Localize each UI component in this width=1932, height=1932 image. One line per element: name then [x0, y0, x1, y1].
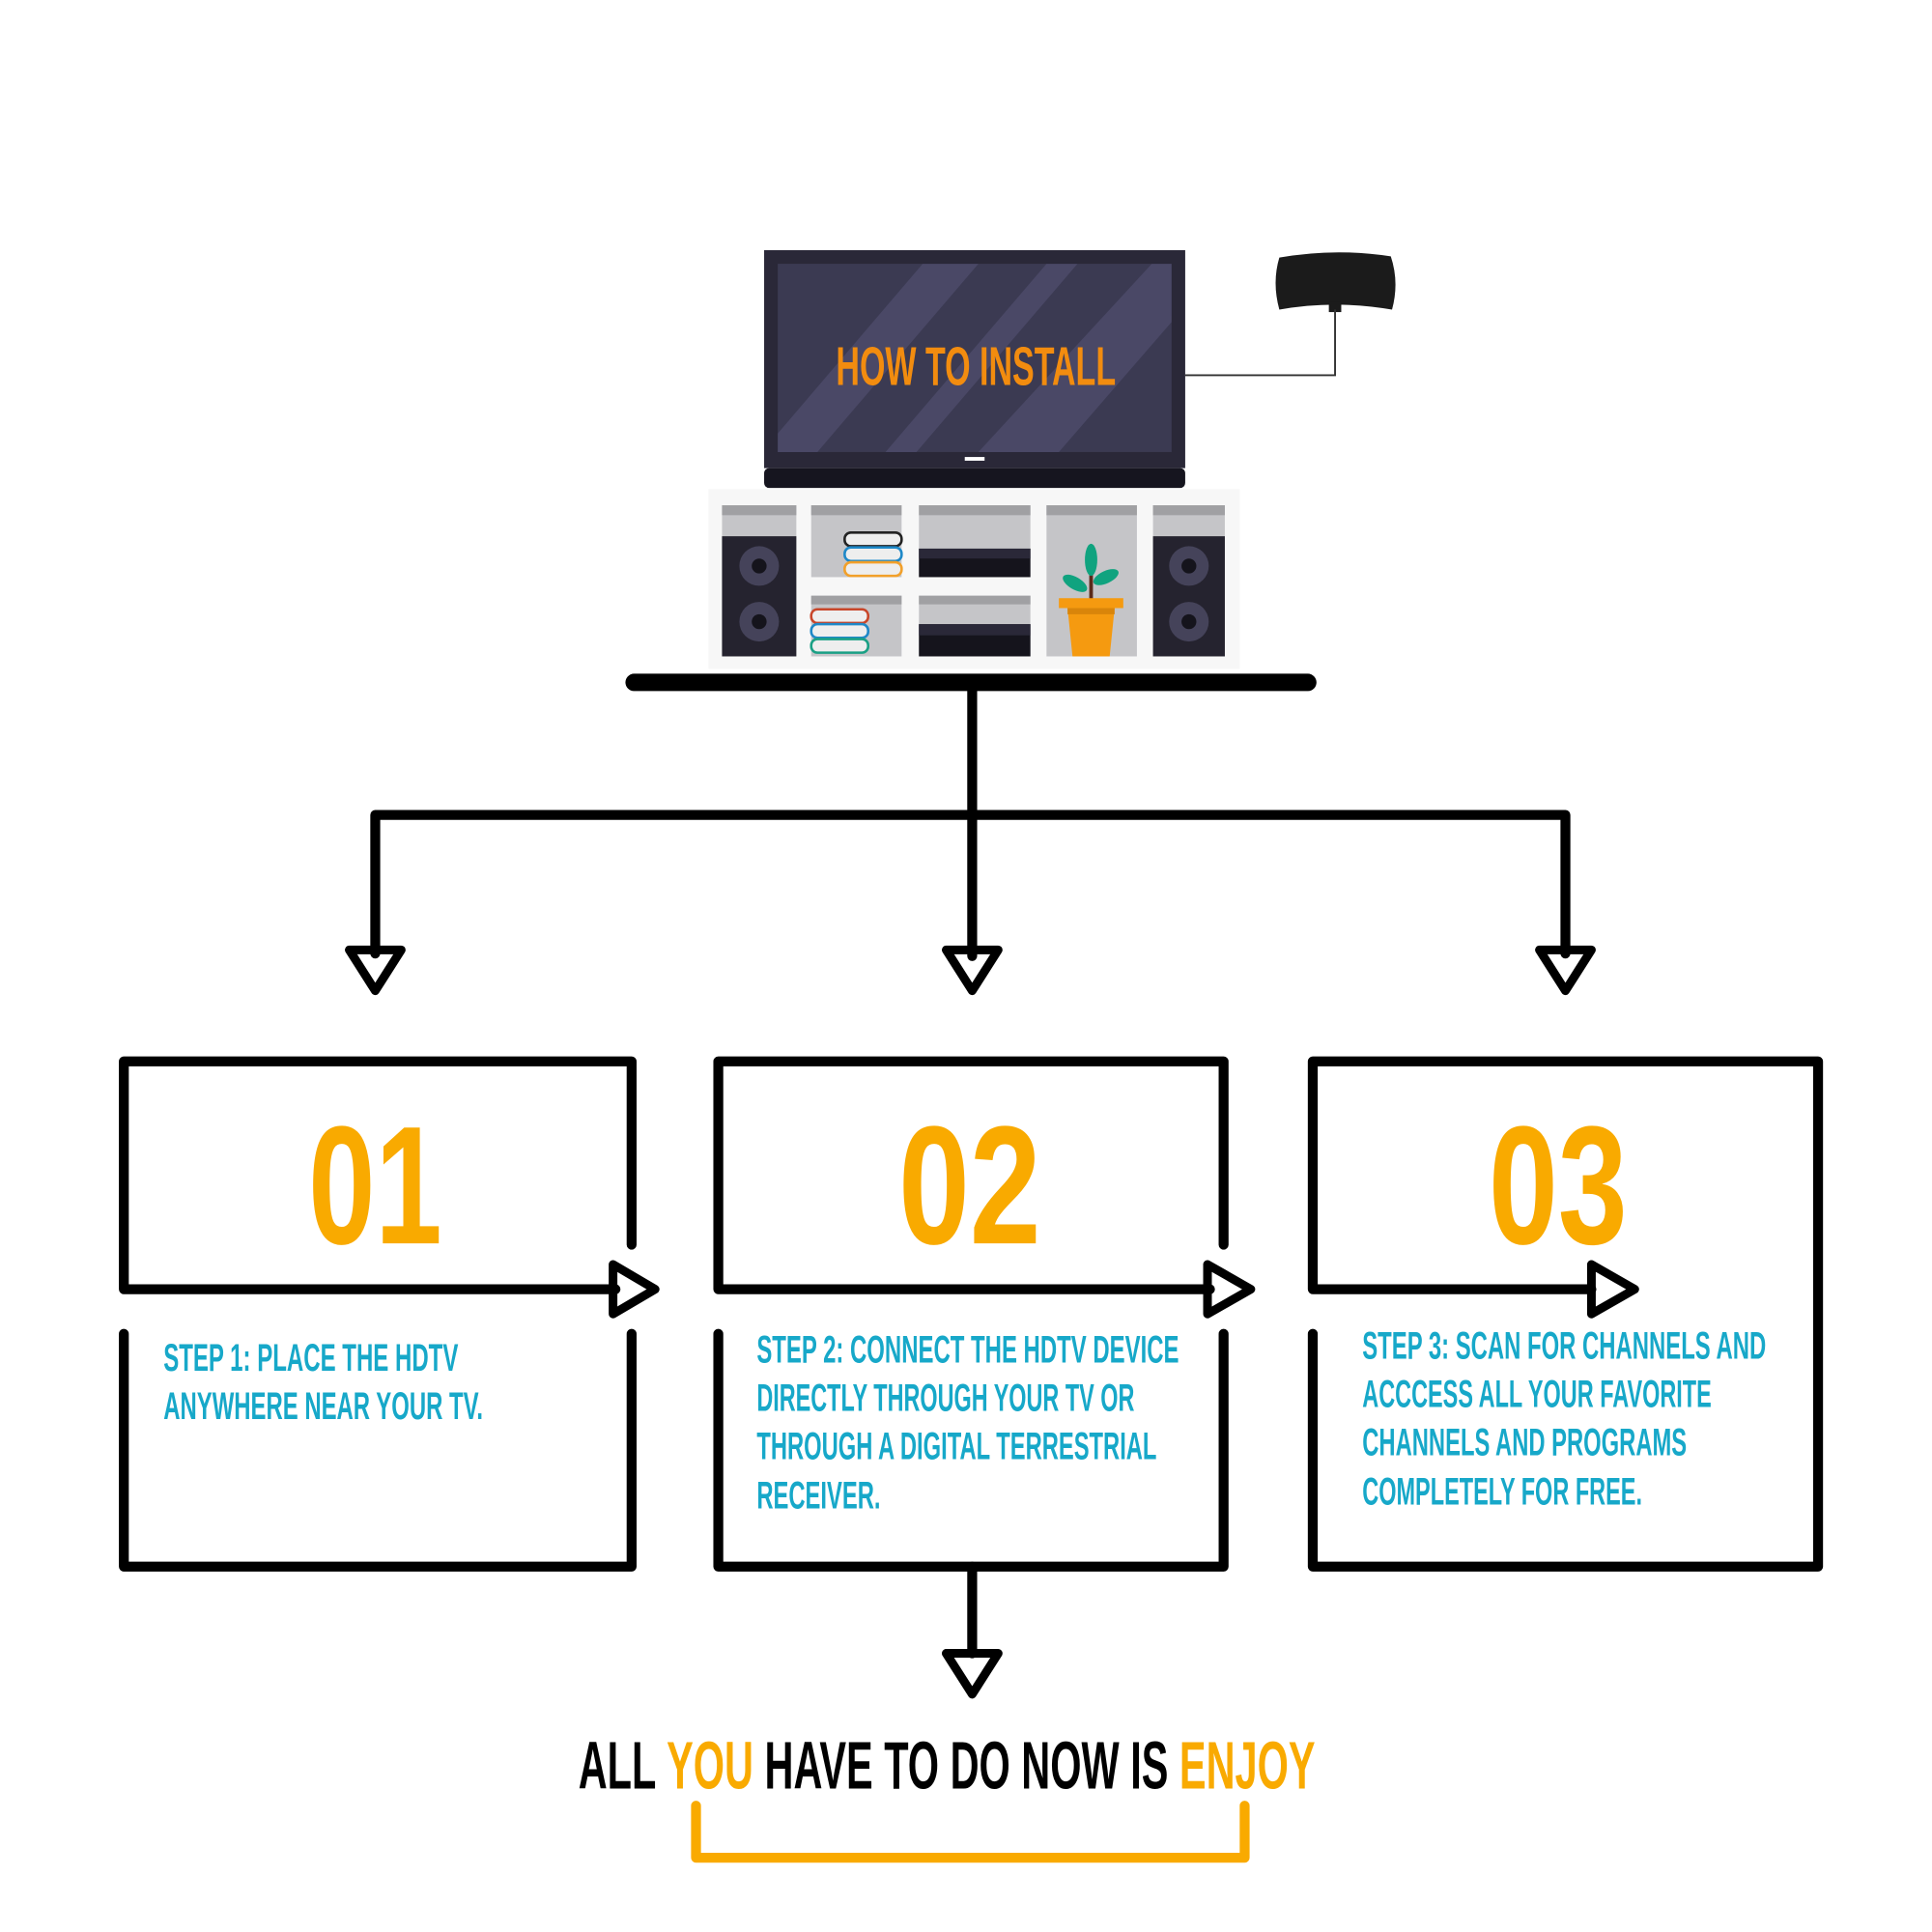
step-2-text-line: STEP 2: CONNECT THE HDTV DEVICE: [756, 1328, 1179, 1371]
books-icon: [810, 505, 903, 657]
step-2-number: 02: [898, 1091, 1040, 1279]
step-3-box: [1307, 1056, 1824, 1572]
arrow-down-icon: [1535, 945, 1596, 996]
arrow-right-icon: [1203, 1260, 1256, 1319]
step-2-text-line: DIRECTLY THROUGH YOUR TV OR: [756, 1377, 1134, 1419]
tv-screen-title: HOW TO INSTALL: [836, 336, 1116, 397]
step-1-text-line: ANYWHERE NEAR YOUR TV.: [163, 1385, 483, 1428]
tv-illustration: HOW TO INSTALL: [764, 249, 1185, 489]
step-2-text-line: RECEIVER.: [756, 1475, 880, 1518]
footer-tagline: ALL YOU HAVE TO DO NOW IS ENJOY: [579, 1727, 1316, 1803]
tv-cabinet: [708, 489, 1240, 669]
step-3-text-line: COMPLETELY FOR FREE.: [1362, 1471, 1642, 1514]
arrow-down-icon: [942, 945, 1003, 996]
footer-bracket: [691, 1801, 1250, 1863]
step-1-text-line: STEP 1: PLACE THE HDTV: [163, 1337, 458, 1379]
step-1-number: 01: [308, 1091, 441, 1279]
arrow-right-icon: [1586, 1260, 1639, 1319]
antenna-icon: [1184, 252, 1396, 377]
arrow-down-icon: [345, 945, 406, 996]
footer-highlight-enjoy: ENJOY: [1179, 1727, 1316, 1803]
speaker-right-icon: [1152, 505, 1225, 657]
step-2-box: [713, 1056, 1229, 1294]
speaker-left-icon: [722, 505, 797, 657]
tv-stand: [764, 468, 1185, 489]
arrow-down-icon: [942, 1649, 1003, 1699]
arrow-right-icon: [609, 1260, 660, 1319]
step-2-text-line: THROUGH A DIGITAL TERRESTRIAL: [756, 1425, 1156, 1467]
footer-highlight-you: YOU: [667, 1727, 753, 1803]
footer-text: ALL: [579, 1727, 667, 1803]
footer-text: HAVE TO DO NOW IS: [753, 1727, 1179, 1803]
step-3-number: 03: [1489, 1091, 1628, 1279]
step-3-text-line: STEP 3: SCAN FOR CHANNELS AND: [1362, 1324, 1766, 1367]
step-3-text-line: ACCCESS ALL YOUR FAVORITE: [1362, 1373, 1712, 1415]
media-device-icon: [919, 505, 1031, 657]
step-1-box: [119, 1056, 637, 1294]
step-3-text-line: CHANNELS AND PROGRAMS: [1362, 1421, 1687, 1463]
plant-icon: [1046, 505, 1137, 657]
flow-connectors: [119, 673, 1824, 1863]
